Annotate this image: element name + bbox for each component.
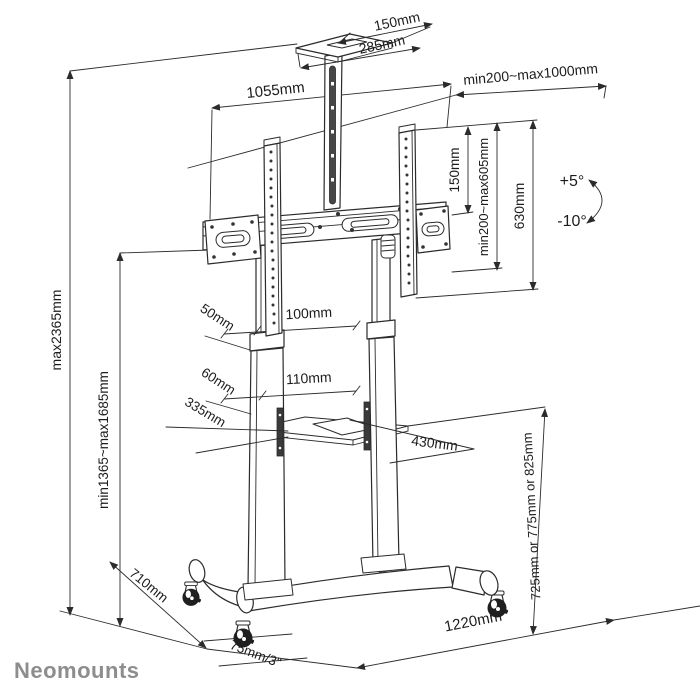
tilt-up-label: +5° [560,173,585,190]
dim-shelf-heights-label: 725mm or 775mm or 825mm [520,432,544,600]
caster-height-dimension: 75mm/3" [203,633,308,670]
dim-screen-center-label: min1365~max1685mm [96,371,111,509]
dim-shelf-offset-label: 335mm [182,394,228,430]
tv-width-dimension: min200~max1000mm [187,60,607,169]
dim-shelf-width-label: 430mm [410,432,458,454]
dim-tv-width-label: min200~max1000mm [463,60,599,88]
overall-height-dimension: max2365mm [48,43,298,616]
left-vesa-rail [263,136,283,337]
shelf-width-dimension: 430mm [349,419,475,464]
left-adapter-plate [204,214,262,265]
center-column [323,52,343,211]
floor-outline [59,605,700,669]
dim-tray-width-label: 150mm [372,8,421,33]
tension-knob [380,234,396,259]
dim-tray-depth-label: 285mm [357,31,406,56]
dim-upper-tube-diameter-label: 50mm [198,301,238,334]
dim-max-height-label: max2365mm [48,290,64,371]
right-adapter-plate [415,205,451,254]
dim-lower-tube-diameter-label: 60mm [199,365,239,398]
brand-logo: Neomounts [14,658,140,683]
dim-rail-offset-label: 150mm [447,147,462,192]
right-column [360,237,407,574]
tilt-down-label: -10° [557,213,587,230]
dim-lower-tube-width-label: 110mm [286,369,332,387]
vesa-height-dimensions: 150mm min200~max605mm 630mm [415,119,539,299]
base-width-dimension: 1220mm [356,608,615,670]
dim-base-depth-label: 710mm [127,566,171,606]
dim-upper-tube-width-label: 100mm [285,304,332,322]
shelf-bracket-strips [276,401,371,457]
dim-bracket-width-label: 1055mm [246,79,306,102]
caster-back-left [181,581,202,607]
right-vesa-rail [398,123,418,298]
tilt-annotation: +5° -10° [557,173,603,230]
dim-rail-height-label: 630mm [511,183,527,230]
base-frame [188,559,499,614]
dim-vesa-height-label: min200~max605mm [476,138,491,256]
